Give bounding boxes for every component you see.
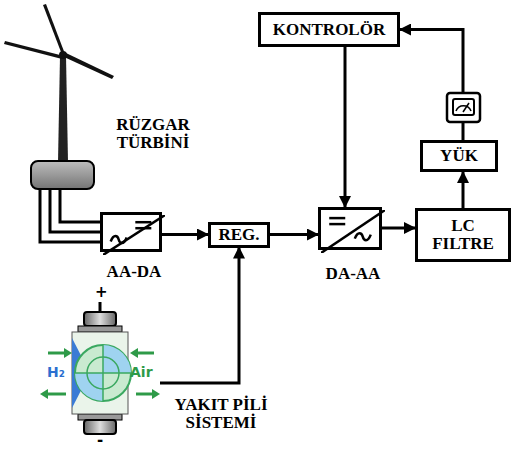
turbine-nacelle: RÜZGAR TÜRBİNİ: [30, 160, 95, 190]
diagram-label: -: [97, 431, 103, 449]
connector: [382, 228, 415, 229]
text-holder: YÜK: [423, 143, 495, 169]
connector: [160, 248, 239, 384]
converter-symbol: [321, 210, 385, 253]
connector: [345, 47, 346, 207]
process-box: YÜK: [420, 140, 498, 172]
connector-line: [40, 190, 100, 242]
text-holder: KONTROLÖR: [261, 15, 397, 44]
diagram-label: H₂: [47, 364, 65, 380]
box-label: YÜK: [436, 147, 482, 165]
connector: [270, 234, 318, 235]
block-caption: RÜZGAR TÜRBİNİ: [94, 116, 212, 152]
connector-line: [160, 248, 239, 384]
text-holder: REG.: [211, 225, 267, 245]
connector-line: [462, 172, 465, 208]
block-caption: AA-DA: [97, 263, 171, 281]
block-caption: YAKIT PİLİ SİSTEMİ: [162, 396, 280, 432]
connector: [463, 172, 464, 208]
diagram-label: Air: [130, 364, 153, 380]
process-box: KONTROLÖR: [258, 12, 400, 47]
connector-line: [270, 233, 318, 236]
connector: [40, 190, 100, 242]
connector: [162, 234, 208, 235]
connector: [400, 30, 463, 141]
text-holder: LC FILTRE: [418, 211, 508, 259]
connector-line: [162, 233, 208, 236]
connector-line: [60, 190, 100, 222]
connector-line: [400, 30, 463, 141]
box-label: REG.: [214, 226, 263, 244]
connector-line: [344, 47, 347, 207]
block-caption: DA-AA: [315, 265, 391, 283]
converter-symbol: [103, 215, 165, 255]
converter-box: DA-AA: [318, 207, 382, 250]
connector-line: [50, 190, 100, 232]
box-label: LC FILTRE: [418, 217, 508, 253]
converter-box: AA-DA: [100, 212, 162, 252]
process-box: LC FILTRE: [415, 208, 511, 262]
process-box: REG.: [208, 222, 270, 248]
connector-line: [382, 227, 415, 230]
diagram-label: +: [95, 283, 108, 301]
box-label: KONTROLÖR: [269, 21, 389, 39]
